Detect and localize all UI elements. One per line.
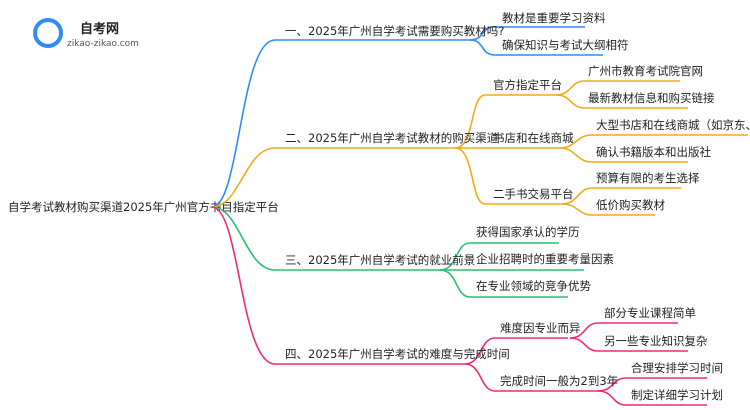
branch-4[interactable]: 四、2025年广州自学考试的难度与完成时间 bbox=[285, 347, 510, 361]
sub-node[interactable]: 书店和在线商城 bbox=[493, 131, 574, 145]
leaf[interactable]: 合理安排学习时间 bbox=[631, 361, 723, 375]
leaf[interactable]: 制定详细学习计划 bbox=[631, 388, 723, 402]
leaf[interactable]: 确保知识与考试大纲相符 bbox=[502, 38, 629, 52]
branch-3[interactable]: 三、2025年广州自学考试的就业前景 bbox=[285, 253, 475, 267]
logo: 自考网 zikao-zikao.com bbox=[33, 18, 139, 49]
leaf[interactable]: 确认书籍版本和出版社 bbox=[596, 145, 711, 159]
leaf[interactable]: 低价购买教材 bbox=[596, 198, 665, 212]
sub-node[interactable]: 二手书交易平台 bbox=[493, 187, 574, 201]
logo-name: 自考网 bbox=[80, 21, 119, 37]
leaf[interactable]: 企业招聘时的重要考量因素 bbox=[476, 252, 614, 266]
logo-ring-icon bbox=[33, 18, 63, 48]
sub-node[interactable]: 官方指定平台 bbox=[493, 78, 562, 92]
branch-1[interactable]: 一、2025年广州自学考试需要购买教材吗? bbox=[285, 24, 504, 38]
root-node[interactable]: 自学考试教材购买渠道2025年广州官方书目指定平台 bbox=[8, 200, 279, 214]
leaf[interactable]: 最新教材信息和购买链接 bbox=[588, 91, 715, 105]
branch-2[interactable]: 二、2025年广州自学考试教材的购买渠道 bbox=[285, 131, 499, 145]
leaf[interactable]: 获得国家承认的学历 bbox=[476, 225, 580, 239]
leaf[interactable]: 教材是重要学习资料 bbox=[502, 11, 606, 25]
leaf[interactable]: 广州市教育考试院官网 bbox=[588, 64, 703, 78]
leaf[interactable]: 预算有限的考生选择 bbox=[596, 171, 700, 185]
sub-node[interactable]: 完成时间一般为2到3年 bbox=[500, 374, 618, 388]
leaf[interactable]: 部分专业课程简单 bbox=[604, 306, 696, 320]
leaf[interactable]: 大型书店和在线商城（如京东、淘宝） bbox=[596, 118, 750, 132]
logo-domain: zikao-zikao.com bbox=[67, 39, 139, 49]
leaf[interactable]: 在专业领域的竞争优势 bbox=[476, 279, 591, 293]
leaf[interactable]: 另一些专业知识复杂 bbox=[604, 334, 708, 348]
sub-node[interactable]: 难度因专业而异 bbox=[500, 321, 581, 335]
